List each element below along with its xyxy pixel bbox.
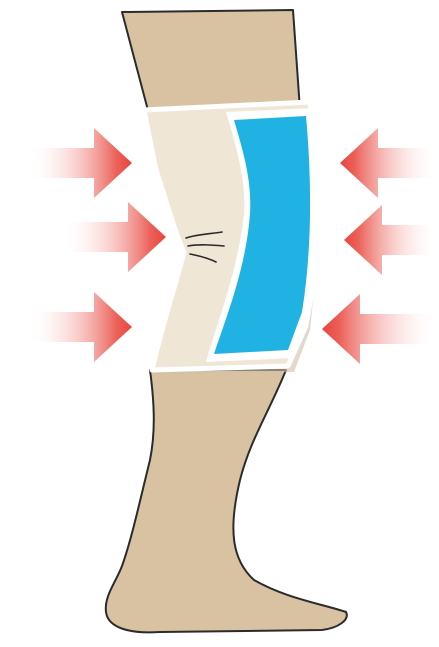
- compression-arrow-left-bottom: [28, 292, 132, 362]
- compression-arrow-right-top: [340, 128, 439, 198]
- compression-arrow-left-top: [28, 128, 132, 198]
- compression-arrow-right-middle: [344, 205, 439, 275]
- compression-arrow-right-bottom: [322, 294, 439, 364]
- compression-arrow-left-middle: [62, 202, 166, 272]
- lower-leg-and-foot: [106, 370, 347, 632]
